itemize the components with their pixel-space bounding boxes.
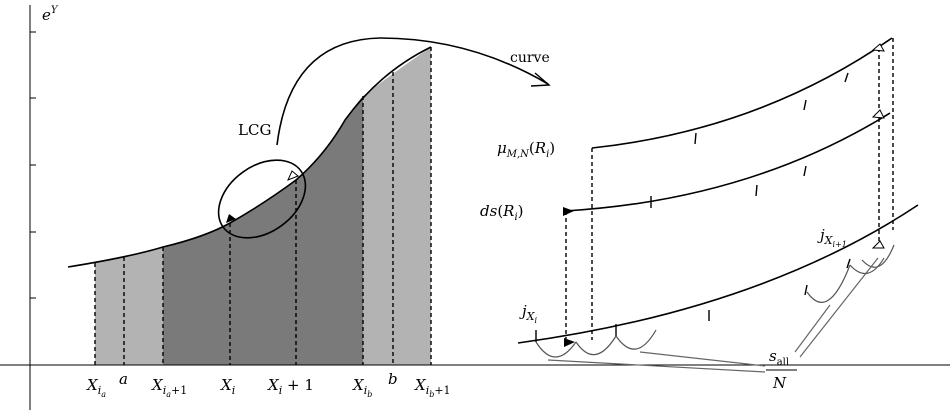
left-plot: eY LCG curve Xia a Xia+1 Xi <box>0 5 950 410</box>
curve-ticks <box>535 72 851 342</box>
curve-label: curve <box>510 50 550 66</box>
right-panel: μM,N(Ri) ds(Ri) jXi+1 jXi sall N <box>480 37 919 392</box>
label-x-ia: Xia <box>86 376 106 399</box>
mu-label: μM,N(Ri) <box>497 139 555 160</box>
label-x-ia1: Xia+1 <box>151 376 187 399</box>
label-x-i: Xi <box>220 376 235 397</box>
mu-curve <box>591 37 893 149</box>
s-all-denominator: N <box>772 374 787 392</box>
base-filled-marker <box>564 338 575 347</box>
ds-curve <box>564 112 891 212</box>
shade-dark <box>163 96 363 365</box>
right-dashed-connectors <box>565 38 894 343</box>
shade-left-light <box>95 247 163 365</box>
ds-hollow-marker <box>871 109 885 119</box>
filled-arrow-marker <box>226 214 236 223</box>
base-hollow-marker <box>871 240 885 249</box>
shade-right-light <box>363 47 431 365</box>
x-tick-labels: Xia a Xia+1 Xi Xi + 1 Xib b Xib+1 <box>86 370 451 399</box>
hollow-arrow-marker <box>287 170 299 181</box>
lcg-label: LCG <box>238 121 271 139</box>
exp-curve <box>67 46 432 268</box>
curve-arc-arrowhead <box>530 72 551 87</box>
step-arcs <box>535 244 895 358</box>
y-axis-label: eY <box>42 5 59 24</box>
label-a: a <box>119 370 128 388</box>
y-ticks <box>30 31 36 299</box>
lcg-ellipse <box>217 159 307 239</box>
mu-hollow-marker <box>871 43 885 52</box>
s-all-numerator: sall <box>769 347 789 368</box>
ds-filled-marker <box>563 207 574 216</box>
label-x-i-plus-1: Xi + 1 <box>267 376 314 397</box>
label-b: b <box>388 370 398 388</box>
j-xi1-label: jXi+1 <box>817 226 847 249</box>
ds-label: ds(Ri) <box>480 202 524 223</box>
label-x-ib1: Xib+1 <box>414 376 451 399</box>
curve-arc-arrow <box>276 37 549 146</box>
label-x-ib: Xib <box>352 376 372 399</box>
s-all-leader-lines <box>547 257 879 373</box>
j-xi-label: jXi <box>519 302 538 325</box>
base-curve <box>517 204 919 344</box>
s-all-over-n: sall N <box>766 347 797 392</box>
